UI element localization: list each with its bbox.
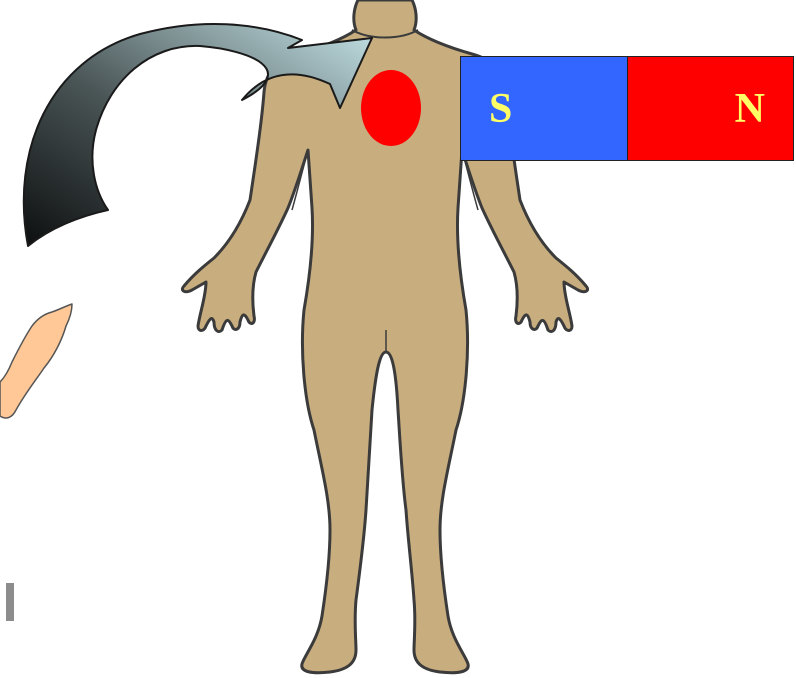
south-pole-label: S (489, 88, 512, 130)
heart-shape (361, 70, 421, 146)
hand-shape (0, 304, 72, 418)
side-bar-mark (6, 583, 14, 621)
magnet-north-pole: N (627, 56, 794, 161)
magnet-south-pole: S (460, 56, 628, 161)
north-pole-label: N (735, 88, 765, 130)
